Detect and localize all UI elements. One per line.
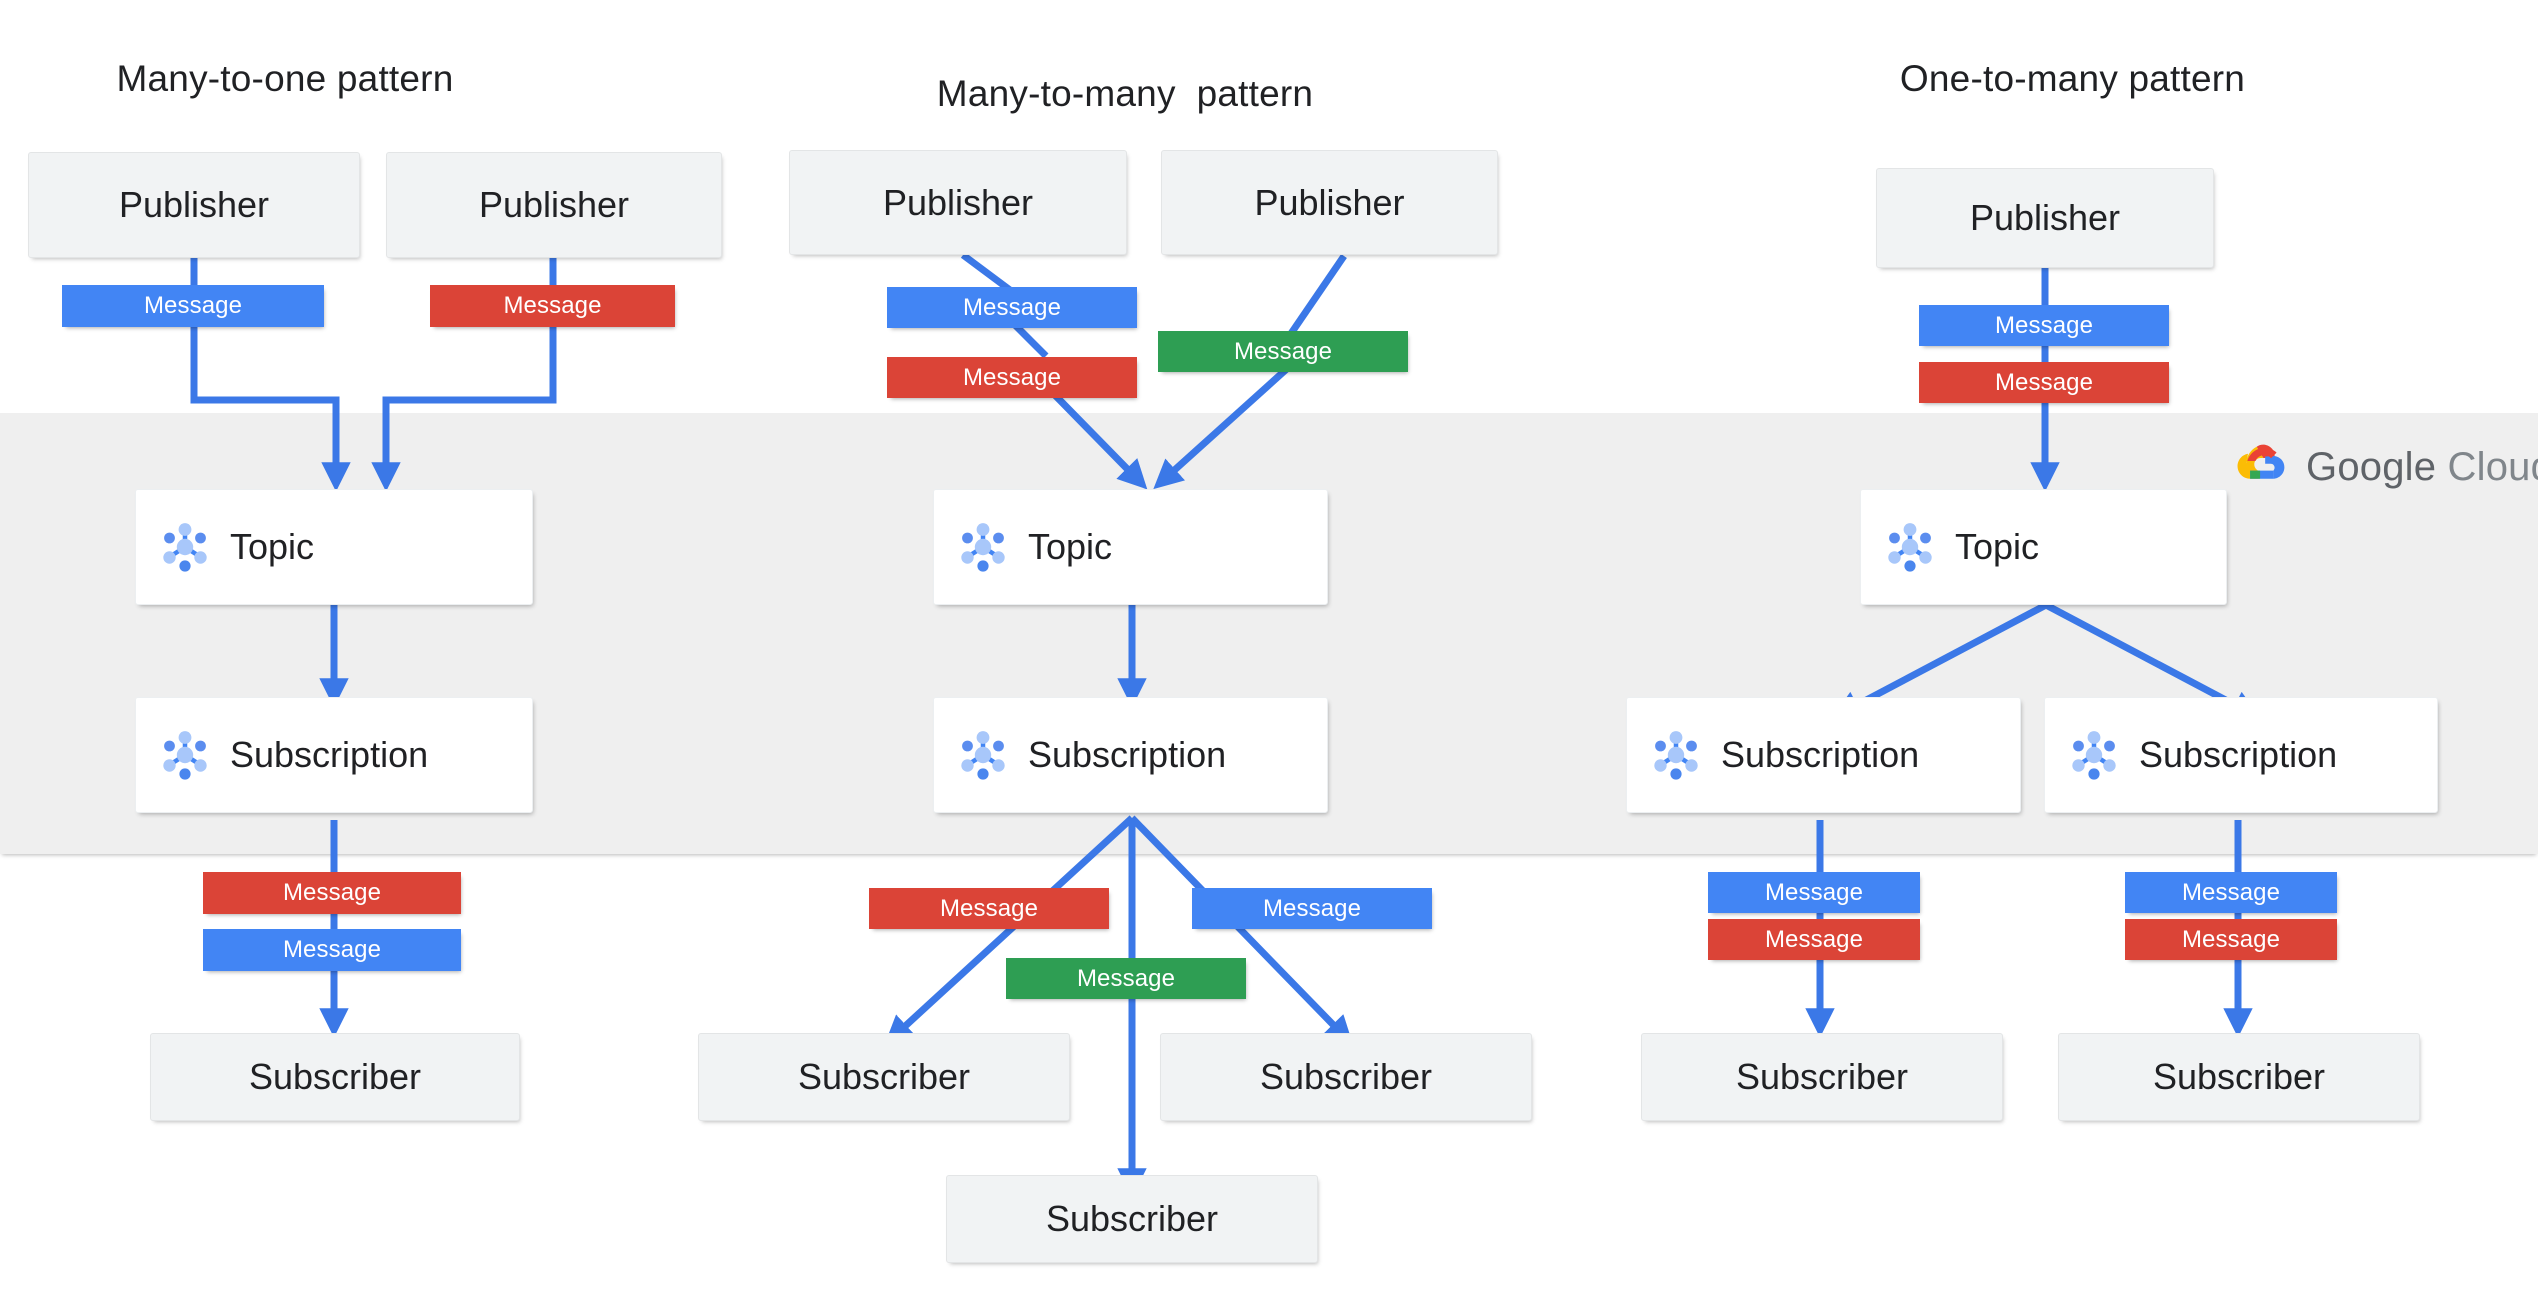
topic-box[interactable]: Topic	[1860, 489, 2227, 605]
google-cloud-wordmark-google: Google	[2306, 444, 2437, 489]
subscription-box[interactable]: Subscription	[2044, 697, 2438, 813]
subscriber-label: Subscriber	[1045, 1198, 1219, 1239]
message-chip: Message	[887, 357, 1137, 398]
message-chip: Message	[1006, 958, 1246, 999]
publisher-box[interactable]: Publisher	[386, 152, 722, 258]
publisher-box[interactable]: Publisher	[28, 152, 360, 258]
subscription-label: Subscription	[2139, 734, 2338, 775]
subscriber-label: Subscriber	[1735, 1056, 1909, 1097]
message-chip: Message	[1708, 919, 1920, 960]
subscriber-box[interactable]: Subscriber	[1160, 1033, 1532, 1121]
message-chip: Message	[203, 872, 461, 914]
topic-label: Topic	[1955, 526, 2040, 567]
subscription-label: Subscription	[230, 734, 429, 775]
message-chip: Message	[62, 285, 324, 327]
pubsub-topic-icon	[956, 520, 1010, 574]
pubsub-topic-icon	[158, 520, 212, 574]
pubsub-subscription-icon	[2067, 728, 2121, 782]
publisher-box[interactable]: Publisher	[1876, 168, 2214, 268]
message-chip: Message	[203, 929, 461, 971]
subscription-box[interactable]: Subscription	[933, 697, 1328, 813]
publisher-box[interactable]: Publisher	[789, 150, 1127, 255]
pubsub-subscription-icon	[1649, 728, 1703, 782]
topic-label: Topic	[230, 526, 315, 567]
subscriber-box[interactable]: Subscriber	[698, 1033, 1070, 1121]
publisher-label: Publisher	[1254, 181, 1405, 223]
subscription-label: Subscription	[1028, 734, 1227, 775]
subscriber-label: Subscriber	[248, 1056, 422, 1097]
google-cloud-wordmark: Google Cloud	[2306, 445, 2538, 490]
column-title-many-to-many: Many-to-many pattern	[936, 73, 1314, 114]
publisher-label: Publisher	[1969, 197, 2121, 238]
pubsub-subscription-icon	[158, 728, 212, 782]
topic-box[interactable]: Topic	[135, 489, 533, 605]
google-cloud-mark-icon	[2232, 443, 2290, 491]
publisher-box[interactable]: Publisher	[1161, 150, 1498, 255]
message-chip: Message	[430, 285, 675, 327]
google-cloud-logo: Google Cloud	[2232, 443, 2538, 491]
google-cloud-wordmark-cloud: Cloud	[2447, 444, 2538, 489]
message-chip: Message	[2125, 872, 2337, 913]
message-chip: Message	[887, 287, 1137, 328]
pubsub-subscription-icon	[956, 728, 1010, 782]
publisher-label: Publisher	[478, 184, 630, 225]
subscriber-box[interactable]: Subscriber	[150, 1033, 520, 1121]
column-title-many-to-one: Many-to-one pattern	[116, 58, 454, 99]
publisher-label: Publisher	[118, 184, 270, 225]
subscription-box[interactable]: Subscription	[135, 697, 533, 813]
subscriber-box[interactable]: Subscriber	[1641, 1033, 2003, 1121]
column-title-one-to-many: One-to-many pattern	[1899, 58, 2246, 99]
subscription-label: Subscription	[1721, 734, 1920, 775]
topic-box[interactable]: Topic	[933, 489, 1328, 605]
message-chip: Message	[1708, 872, 1920, 913]
subscriber-label: Subscriber	[2152, 1056, 2326, 1097]
subscriber-box[interactable]: Subscriber	[2058, 1033, 2420, 1121]
publisher-label: Publisher	[882, 181, 1034, 223]
message-chip: Message	[1192, 888, 1432, 929]
pubsub-topic-icon	[1883, 520, 1937, 574]
message-chip: Message	[1919, 305, 2169, 346]
topic-label: Topic	[1028, 526, 1113, 567]
subscriber-box[interactable]: Subscriber	[946, 1175, 1318, 1263]
message-chip: Message	[869, 888, 1109, 929]
message-chip: Message	[1919, 362, 2169, 403]
message-chip: Message	[1158, 331, 1408, 372]
message-chip: Message	[2125, 919, 2337, 960]
subscription-box[interactable]: Subscription	[1626, 697, 2021, 813]
subscriber-label: Subscriber	[1259, 1056, 1433, 1097]
subscriber-label: Subscriber	[797, 1056, 971, 1097]
